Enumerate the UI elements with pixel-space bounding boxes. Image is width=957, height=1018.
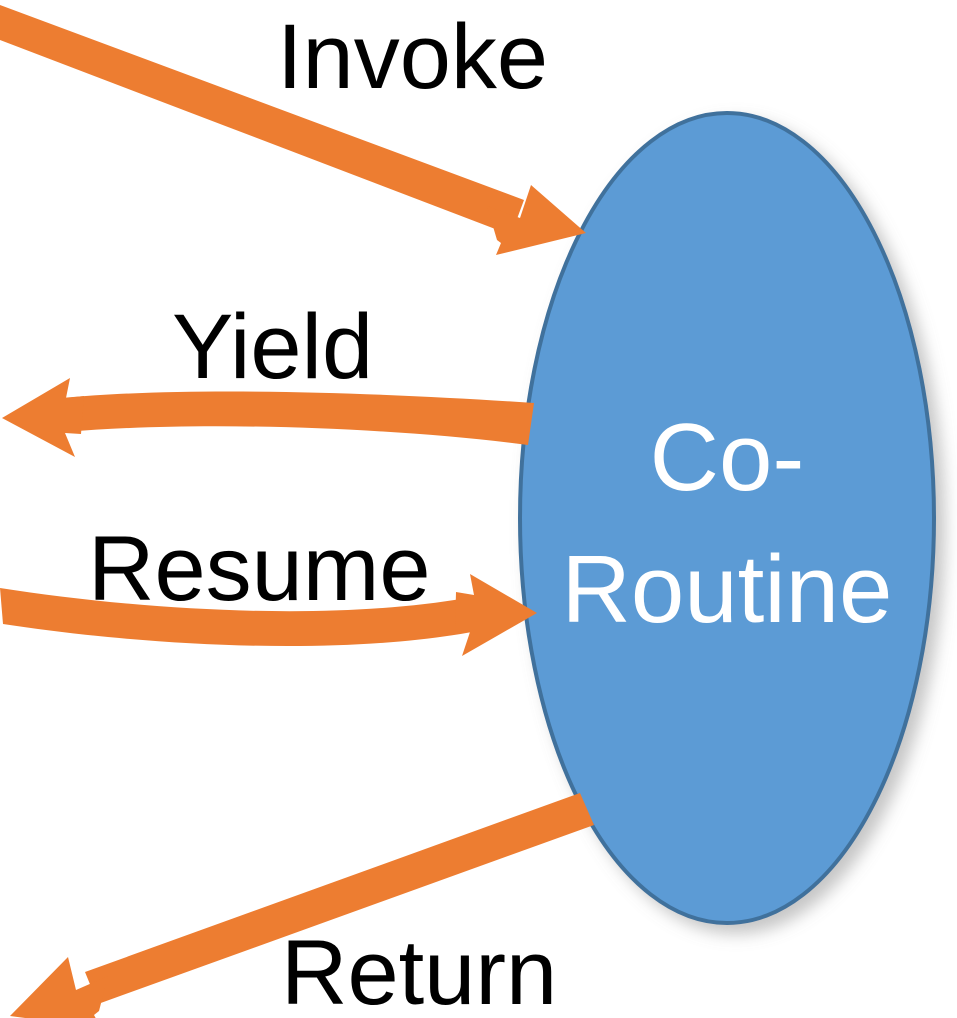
co-routine-ellipse[interactable] [518, 111, 936, 925]
invoke-arrow-head [487, 185, 586, 255]
yield-arrow-shaft [62, 391, 534, 445]
co-routine-label-line2: Routine [562, 536, 893, 643]
co-routine-label-line1: Co- [650, 404, 805, 511]
invoke-arrow-shaft [0, 5, 524, 235]
co-routine-node[interactable]: Co- Routine [518, 111, 936, 925]
yield-label: Yield [172, 296, 373, 398]
resume-arrow[interactable] [0, 574, 537, 656]
resume-arrow-shaft [0, 588, 472, 647]
yield-arrow-head [2, 378, 84, 457]
return-arrow-shaft [85, 793, 594, 1004]
invoke-label: Invoke [277, 6, 548, 108]
resume-arrow-head [455, 574, 537, 656]
yield-arrow[interactable] [2, 378, 534, 457]
return-arrow[interactable] [10, 793, 594, 1018]
return-label: Return [281, 922, 557, 1018]
resume-label: Resume [88, 518, 431, 620]
invoke-arrow[interactable] [0, 5, 586, 255]
return-arrow-head [10, 957, 108, 1018]
